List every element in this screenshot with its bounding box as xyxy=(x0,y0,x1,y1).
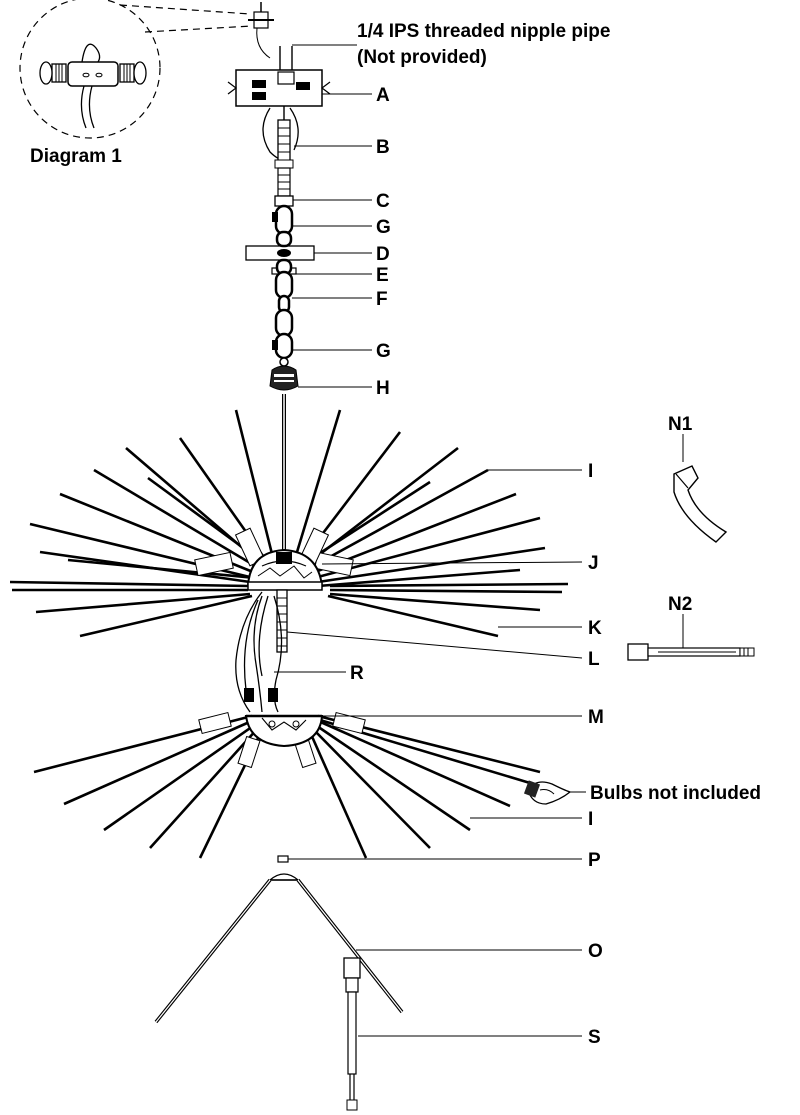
label-l: L xyxy=(588,649,600,670)
inset-leader-top xyxy=(119,4,251,15)
label-b: B xyxy=(376,137,390,158)
label-g-lower: G xyxy=(376,341,391,362)
label-a: A xyxy=(376,85,390,106)
label-i-upper: I xyxy=(588,461,593,482)
inset-dashed-circle xyxy=(19,0,161,139)
pipe-title-line1: 1/4 IPS threaded nipple pipe xyxy=(357,21,610,42)
label-c: C xyxy=(376,191,390,212)
upper-arms xyxy=(9,409,582,638)
label-r: R xyxy=(350,663,364,684)
label-e: E xyxy=(376,265,389,286)
finial-part xyxy=(277,855,582,863)
label-i-lower: I xyxy=(588,809,593,830)
screwdriver-tool xyxy=(627,614,755,661)
inset-leader-bottom xyxy=(144,25,253,33)
upper-hub xyxy=(194,527,583,591)
cross-connector-icon xyxy=(39,43,147,129)
label-m: M xyxy=(588,707,604,728)
pipe-title-line2: (Not provided) xyxy=(357,47,487,68)
lower-hub xyxy=(198,711,582,769)
label-d: D xyxy=(376,244,390,265)
chain-assembly xyxy=(245,195,315,566)
top-hardware xyxy=(227,2,357,197)
hex-key-tool xyxy=(673,434,728,543)
label-o: O xyxy=(588,941,603,962)
diagram-1-inset: Diagram 1 xyxy=(19,0,253,167)
label-s: S xyxy=(588,1027,601,1048)
label-bulbs-not-included: Bulbs not included xyxy=(590,783,761,804)
socket-part xyxy=(343,957,582,1111)
rod-and-wires xyxy=(235,589,583,713)
bottom-cone-shade xyxy=(154,873,582,1024)
label-p: P xyxy=(588,850,601,871)
bulb-icon xyxy=(523,780,586,805)
label-j: J xyxy=(588,553,599,574)
label-n2: N2 xyxy=(668,594,692,615)
label-k: K xyxy=(588,618,602,639)
label-g-upper: G xyxy=(376,217,391,238)
label-h: H xyxy=(376,378,390,399)
leader-lines xyxy=(292,93,372,388)
label-n1: N1 xyxy=(668,414,693,435)
label-f: F xyxy=(376,289,388,310)
diagram-1-caption: Diagram 1 xyxy=(30,146,122,167)
